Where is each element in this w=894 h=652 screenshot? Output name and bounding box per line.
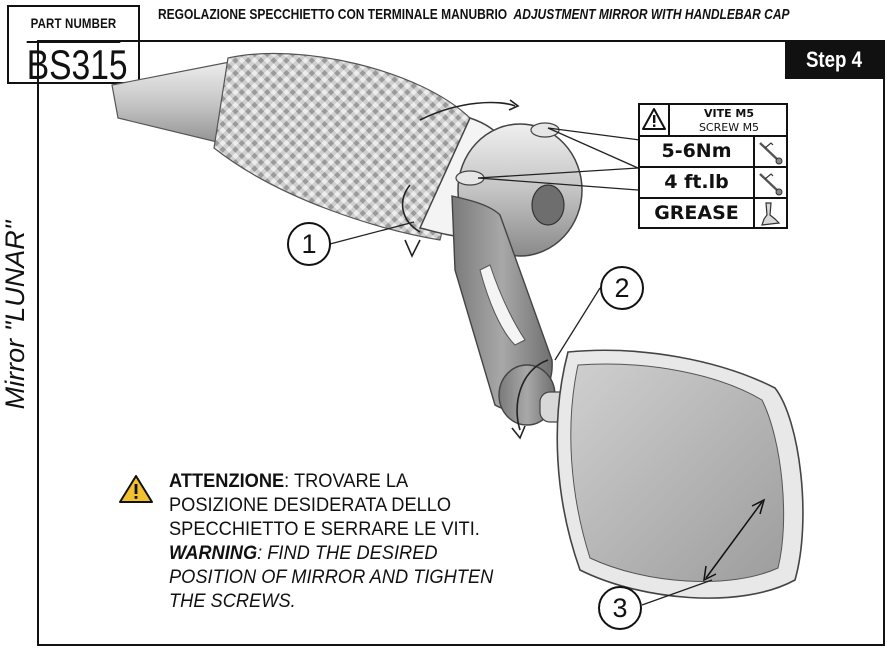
header-title-en: ADJUSTMENT MIRROR WITH HANDLEBAR CAP [513,6,790,23]
torque-spec-table: VITE M5 SCREW M5 5-6Nm 4 ft.lb GREASE [638,103,788,229]
header-title-it: REGOLAZIONE SPECCHIETTO CON TERMINALE MA… [158,6,508,23]
torque-ftlb-value: 4 ft.lb [640,168,755,197]
part-number-box: PART NUMBER BS315 [7,5,140,88]
part-number-code: BS315 [26,41,128,88]
screw-label-it: VITE M5 [703,107,755,120]
instruction-frame [37,40,885,646]
callout-1: 1 [287,222,331,266]
spec-row-torque-nm: 5-6Nm [640,137,786,168]
step-badge: Step 4 [785,41,884,79]
part-number-label: PART NUMBER [30,15,117,31]
spec-header: VITE M5 SCREW M5 [640,105,786,137]
warning-text: ATTENZIONE: TROVARE LA POSIZIONE DESIDER… [169,471,494,612]
warning-block: ATTENZIONE: TROVARE LA POSIZIONE DESIDER… [112,470,552,614]
warning-triangle-icon [119,475,153,503]
torque-wrench-icon [759,173,783,196]
torque-wrench-icon [759,142,783,165]
callout-3: 3 [598,586,642,630]
torque-nm-value: 5-6Nm [640,137,755,166]
grease-tube-icon [761,202,781,226]
callout-2: 2 [600,266,644,310]
spec-row-torque-ftlb: 4 ft.lb [640,168,786,199]
screw-label-en: SCREW M5 [698,121,760,134]
header-title: REGOLAZIONE SPECCHIETTO CON TERMINALE MA… [158,6,790,23]
screw-top-shape [530,122,560,138]
spec-row-grease: GREASE [640,199,786,230]
mirror-glass-shape [570,363,785,582]
grease-value: GREASE [640,199,755,228]
warning-triangle-icon [640,105,670,135]
